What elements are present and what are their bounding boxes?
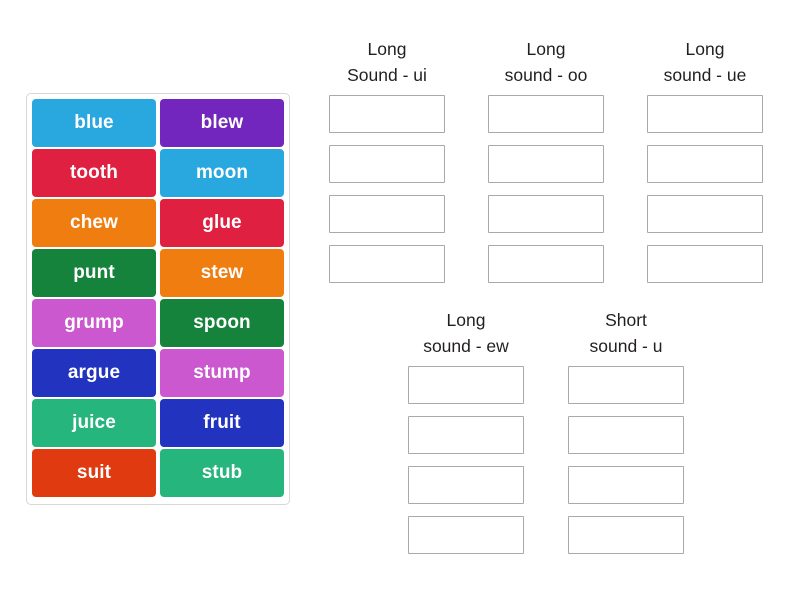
tile-row: suit stub bbox=[30, 448, 286, 498]
category-group-ui: Long Sound - ui bbox=[329, 36, 445, 283]
dropzone[interactable] bbox=[329, 195, 445, 233]
word-tile[interactable]: grump bbox=[32, 299, 156, 347]
word-tile[interactable]: moon bbox=[160, 149, 284, 197]
word-tile[interactable]: tooth bbox=[32, 149, 156, 197]
category-group-ew: Long sound - ew bbox=[408, 307, 524, 554]
category-group-oo: Long sound - oo bbox=[488, 36, 604, 283]
category-title: Short sound - u bbox=[589, 310, 663, 356]
tile-row: punt stew bbox=[30, 248, 286, 298]
dropzone[interactable] bbox=[647, 95, 763, 133]
word-tile[interactable]: juice bbox=[32, 399, 156, 447]
category-title: Long sound - ew bbox=[423, 310, 509, 356]
word-tile[interactable]: blew bbox=[160, 99, 284, 147]
dropzone[interactable] bbox=[488, 95, 604, 133]
tile-row: chew glue bbox=[30, 198, 286, 248]
word-tile[interactable]: chew bbox=[32, 199, 156, 247]
word-tile[interactable]: blue bbox=[32, 99, 156, 147]
word-tile[interactable]: stew bbox=[160, 249, 284, 297]
category-group-ue: Long sound - ue bbox=[647, 36, 763, 283]
word-tile[interactable]: stump bbox=[160, 349, 284, 397]
dropzone[interactable] bbox=[408, 366, 524, 404]
dropzone[interactable] bbox=[488, 245, 604, 283]
word-tile-tray: blue blew tooth moon chew glue punt stew… bbox=[26, 93, 290, 505]
dropzone[interactable] bbox=[408, 516, 524, 554]
dropzone[interactable] bbox=[408, 466, 524, 504]
dropzone[interactable] bbox=[568, 416, 684, 454]
dropzone[interactable] bbox=[329, 95, 445, 133]
word-tile[interactable]: fruit bbox=[160, 399, 284, 447]
dropzone[interactable] bbox=[408, 416, 524, 454]
word-tile[interactable]: glue bbox=[160, 199, 284, 247]
dropzone[interactable] bbox=[647, 145, 763, 183]
dropzone[interactable] bbox=[568, 366, 684, 404]
word-tile[interactable]: suit bbox=[32, 449, 156, 497]
dropzone[interactable] bbox=[568, 516, 684, 554]
word-tile[interactable]: spoon bbox=[160, 299, 284, 347]
category-title: Long sound - ue bbox=[663, 39, 747, 85]
word-tile[interactable]: argue bbox=[32, 349, 156, 397]
category-group-u: Short sound - u bbox=[568, 307, 684, 554]
dropzone[interactable] bbox=[568, 466, 684, 504]
dropzone[interactable] bbox=[488, 145, 604, 183]
tile-row: grump spoon bbox=[30, 298, 286, 348]
dropzone[interactable] bbox=[647, 245, 763, 283]
dropzone[interactable] bbox=[488, 195, 604, 233]
category-title: Long sound - oo bbox=[504, 39, 588, 85]
dropzone[interactable] bbox=[329, 145, 445, 183]
tile-row: argue stump bbox=[30, 348, 286, 398]
tile-row: blue blew bbox=[30, 98, 286, 148]
dropzone[interactable] bbox=[647, 195, 763, 233]
tile-row: tooth moon bbox=[30, 148, 286, 198]
word-tile[interactable]: stub bbox=[160, 449, 284, 497]
word-tile[interactable]: punt bbox=[32, 249, 156, 297]
dropzone[interactable] bbox=[329, 245, 445, 283]
category-title: Long Sound - ui bbox=[347, 39, 427, 85]
tile-row: juice fruit bbox=[30, 398, 286, 448]
